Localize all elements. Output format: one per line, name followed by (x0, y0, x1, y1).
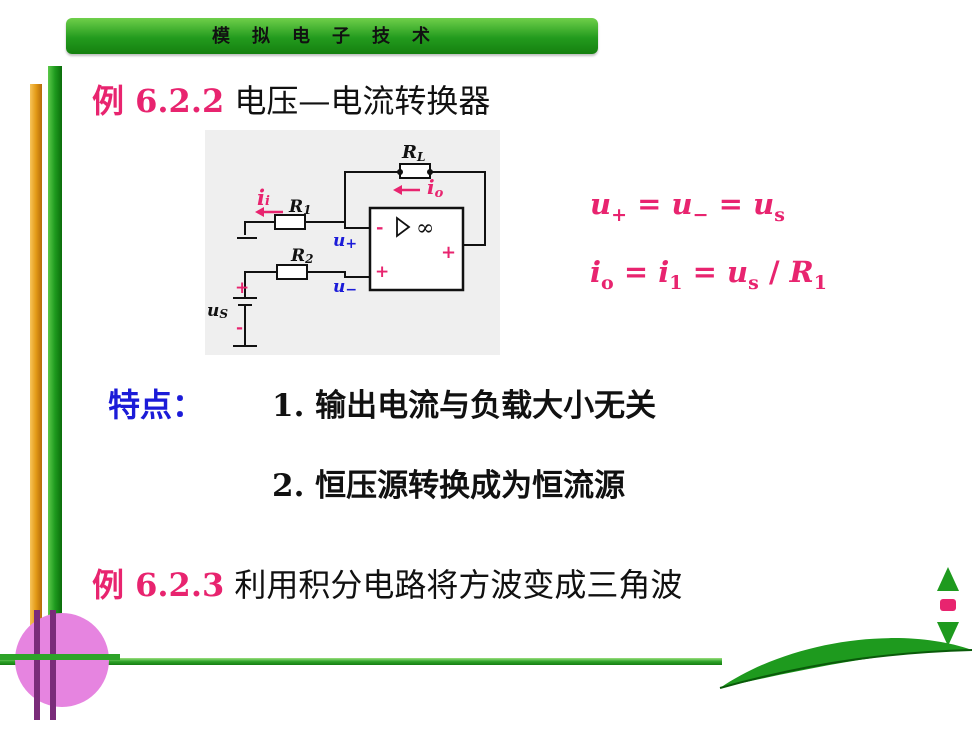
eq1-u-s: u (753, 187, 775, 221)
svg-text:ii: ii (257, 185, 270, 210)
svg-text:u+: u+ (333, 231, 357, 252)
eq2-r-sub: 1 (813, 271, 827, 294)
eq2-i-1: i (658, 255, 670, 289)
feature-item-1: 1. 输出电流与负载大小无关 (272, 388, 657, 424)
corner-circle-decoration (0, 610, 120, 720)
example-title: 电压—电流转换器 (234, 82, 491, 120)
leaf-decoration (719, 638, 973, 689)
header-title: 模拟电子技术 (212, 26, 452, 47)
io-subscript: o (435, 186, 444, 201)
header-bar (66, 18, 598, 54)
ii-label: i (257, 185, 265, 210)
us-subscript: S (219, 307, 228, 321)
equation-current: io = i1 = us / R1 (590, 255, 827, 294)
svg-text:io: io (427, 175, 444, 201)
features-label: 特点： (108, 386, 205, 424)
example-heading-1: 例 6.2.2 电压—电流转换器 (92, 76, 490, 122)
u-minus-label: u (333, 277, 345, 297)
nav-home-icon[interactable] (939, 598, 957, 612)
eq2-slash: / (768, 255, 780, 289)
r2-subscript: 2 (304, 252, 313, 266)
eq2-r: R (789, 255, 814, 289)
battery-plus-sign: + (235, 278, 249, 298)
r2-label: R (290, 246, 305, 266)
example-heading-2: 例 6.2.3 利用积分电路将方波变成三角波 (92, 560, 682, 606)
eq1-plus-sub: + (611, 203, 628, 226)
r1-subscript: 1 (303, 203, 311, 217)
infinity-symbol: ∞ (416, 216, 434, 241)
battery-minus-sign: - (236, 318, 243, 338)
us-label: u (207, 301, 219, 321)
eq1-minus-sub: − (692, 203, 709, 226)
svg-text:u−: u− (333, 277, 357, 298)
feature-item-2: 2. 恒压源转换成为恒流源 (272, 468, 626, 504)
vi-converter-circuit: ∞ - + + RL io ii R1 R2 u+ u− + uS - (205, 130, 500, 355)
svg-text:uS: uS (207, 301, 228, 321)
ii-subscript: i (265, 194, 270, 209)
svg-text:R2: R2 (290, 246, 314, 266)
opamp-output-plus: + (441, 242, 456, 263)
nav-down-icon[interactable] (935, 620, 961, 648)
eq1-s-sub: s (774, 203, 785, 226)
equation-voltage: u+ = u− = us (590, 187, 785, 226)
example-2-title: 利用积分电路将方波变成三角波 (234, 566, 683, 604)
opamp-minus-sign: - (376, 217, 383, 238)
eq2-o-sub: o (601, 271, 614, 294)
svg-text:RL: RL (401, 142, 425, 164)
eq1-equals-2: = (718, 187, 743, 221)
eq2-equals-2: = (692, 255, 717, 289)
eq2-u-s: u (727, 255, 749, 289)
u-plus-label: u (333, 231, 345, 251)
opamp-plus-sign: + (375, 262, 389, 282)
bottom-divider (0, 658, 722, 665)
eq1-equals: = (637, 187, 662, 221)
u-minus-subscript: − (345, 282, 357, 298)
svg-text:R1: R1 (288, 197, 312, 217)
r1-label: R (288, 197, 303, 217)
left-green-bar (48, 66, 62, 626)
eq2-s-sub: s (748, 271, 759, 294)
example-2-number: 例 6.2.3 (92, 566, 225, 604)
eq1-u-minus: u (671, 187, 693, 221)
eq2-equals: = (623, 255, 649, 289)
io-label: i (427, 175, 435, 199)
eq2-i-o: i (590, 255, 602, 289)
u-plus-subscript: + (345, 236, 357, 252)
example-number: 例 6.2.2 (92, 82, 225, 120)
rl-label: R (401, 142, 417, 163)
eq2-one-sub: 1 (669, 271, 683, 294)
eq1-u-plus: u (590, 187, 612, 221)
nav-up-icon[interactable] (935, 565, 961, 593)
left-orange-bar (30, 84, 42, 629)
rl-subscript: L (416, 150, 425, 164)
